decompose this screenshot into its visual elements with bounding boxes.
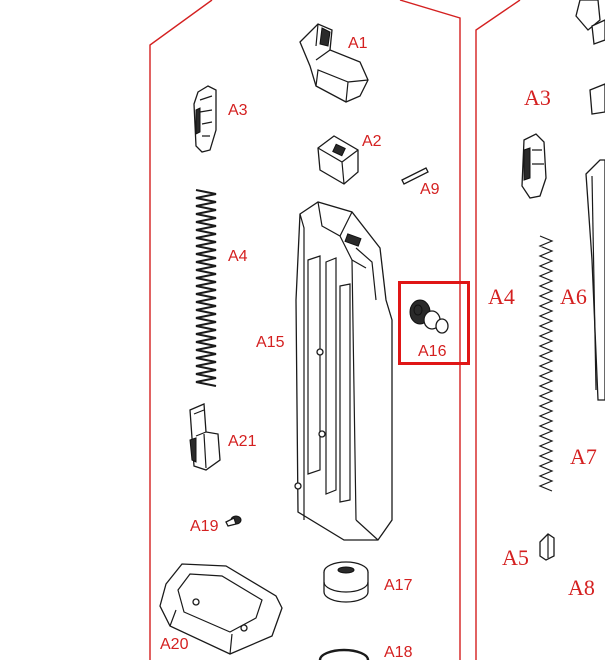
label-a9: A9 <box>420 181 440 198</box>
label-a20: A20 <box>160 636 189 653</box>
part-a20 <box>159 563 283 655</box>
label-a17: A17 <box>384 577 413 594</box>
part-a3-left <box>193 85 217 153</box>
part-a16 <box>409 299 449 334</box>
label-a6: A6 <box>560 284 587 309</box>
part-a17 <box>323 561 369 603</box>
label-a4-right: A4 <box>488 284 515 309</box>
part-a18 <box>318 648 370 660</box>
part-a3-right <box>521 133 547 199</box>
label-a15: A15 <box>256 334 285 351</box>
part-a1 <box>299 23 369 103</box>
highlight-box-a16 <box>398 281 470 365</box>
part-a19 <box>225 515 242 527</box>
right-panel-frame <box>475 0 521 660</box>
label-a5: A5 <box>502 545 529 570</box>
part-a9 <box>401 167 429 185</box>
part-a4-right <box>538 235 554 492</box>
label-a1: A1 <box>348 35 368 52</box>
label-a3-left: A3 <box>228 102 248 119</box>
label-a19: A19 <box>190 518 219 535</box>
label-a4-left: A4 <box>228 248 248 265</box>
part-top-right-1 <box>575 0 605 45</box>
part-a5 <box>539 533 555 561</box>
part-a2 <box>317 135 359 185</box>
label-a3-right: A3 <box>524 85 551 110</box>
label-a16: A16 <box>418 343 447 360</box>
label-a7: A7 <box>570 444 597 469</box>
part-a21 <box>189 403 221 471</box>
label-a21: A21 <box>228 433 257 450</box>
label-a2: A2 <box>362 133 382 150</box>
part-a4-left <box>195 189 217 387</box>
label-a18: A18 <box>384 644 413 661</box>
part-top-right-2 <box>589 83 605 115</box>
left-panel-frame <box>149 0 213 660</box>
part-a6-body <box>585 159 605 401</box>
label-a8: A8 <box>568 575 595 600</box>
part-a15 <box>294 201 393 541</box>
left-panel-frame-right <box>399 0 461 660</box>
